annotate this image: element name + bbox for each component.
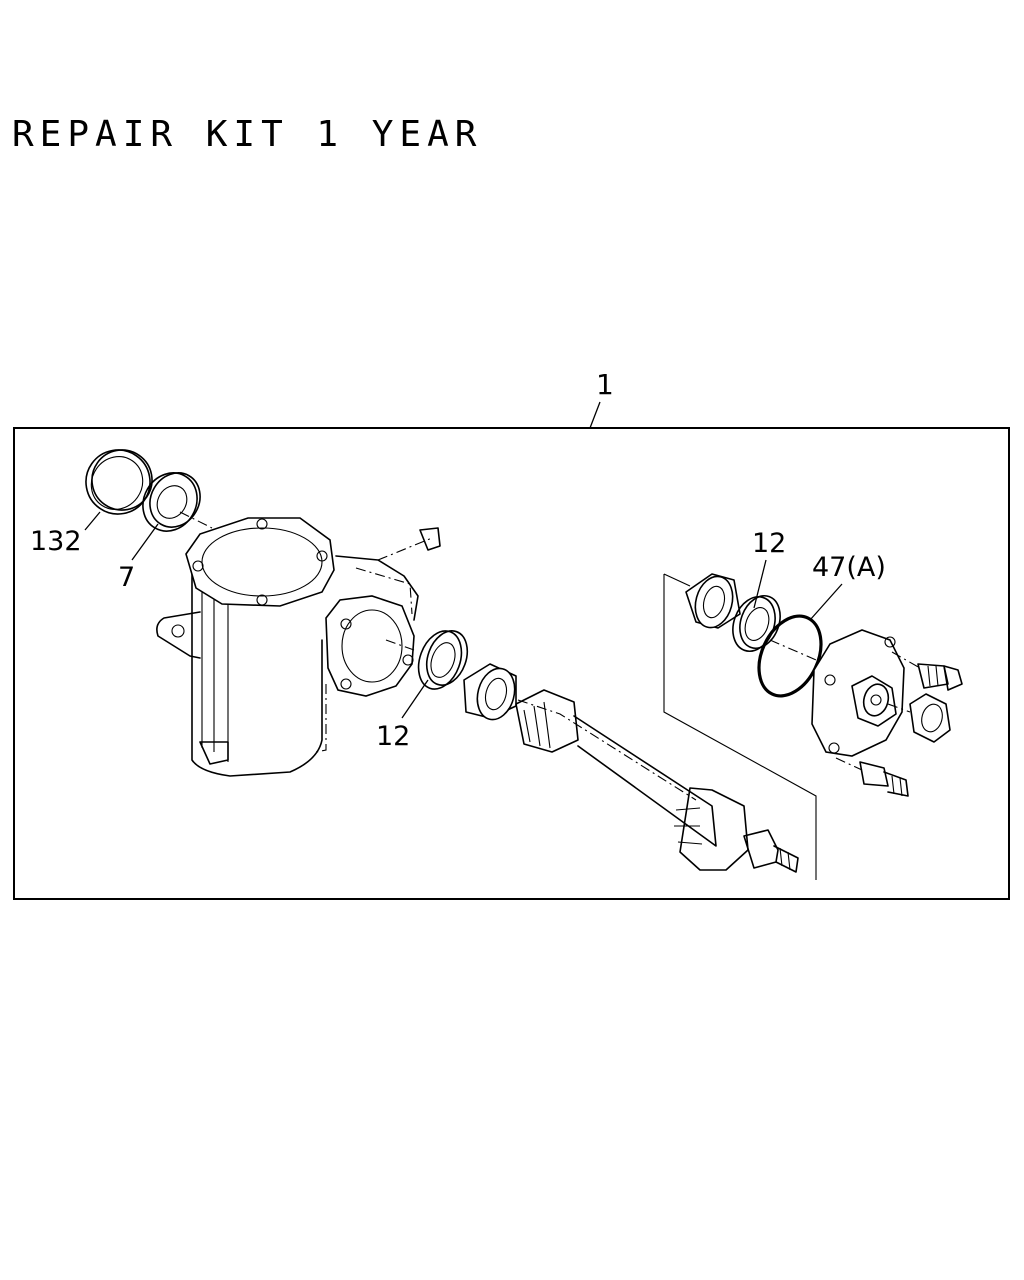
needle-bearing-right-part	[685, 573, 741, 629]
top-bolt-part	[891, 651, 963, 691]
bottom-bolt-part	[835, 757, 909, 797]
diagram-title: REPAIR KIT 1 YEAR	[12, 114, 482, 155]
right-assembly-bracket-top	[663, 573, 691, 587]
leader-kit	[589, 401, 601, 429]
bearing-left-part	[417, 630, 469, 690]
leader-oil-seal	[131, 523, 159, 561]
callout-bearing-right: 12	[752, 528, 786, 559]
kit-frame	[13, 427, 1010, 900]
leader-seal-ring	[84, 511, 101, 531]
sector-shaft-part	[515, 689, 799, 873]
axis-oil-seal	[179, 511, 213, 529]
gear-housing	[156, 517, 441, 777]
callout-o-ring: 47(A)	[812, 552, 886, 583]
leader-bearing-right	[753, 559, 767, 609]
seal-ring-part	[85, 449, 153, 515]
callout-bearing-left: 12	[376, 721, 410, 752]
right-assembly-bracket	[663, 574, 817, 880]
leader-o-ring	[809, 583, 843, 621]
callout-oil-seal: 7	[118, 562, 135, 593]
leader-bearing-left	[401, 679, 429, 719]
callout-seal-ring: 132	[30, 526, 82, 557]
axis-sector-shaft	[517, 699, 697, 801]
callout-kit: 1	[596, 368, 614, 401]
needle-bearing-left-part	[463, 663, 517, 721]
oil-seal-part	[142, 472, 201, 532]
lock-nut-part	[887, 693, 951, 743]
side-cover-part	[811, 629, 905, 757]
